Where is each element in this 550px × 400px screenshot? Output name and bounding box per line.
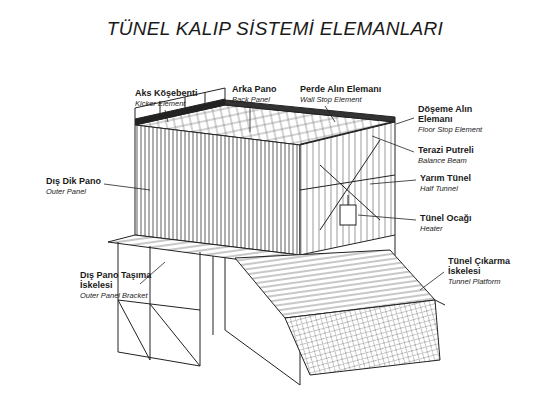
part-name: Dış Dik Pano: [46, 176, 101, 186]
part-name-english: Tunnel Platform: [448, 277, 500, 286]
part-name-english: Wall Stop Element: [300, 95, 362, 104]
part-name-english: Kicker Element: [135, 99, 185, 108]
part-name-english: Back Panel: [232, 95, 270, 104]
part-name: Dış Pano Taşıma İskelesi: [80, 270, 160, 290]
part-name-english: Half Tunnel: [420, 184, 458, 193]
part-name-english: Outer Panel: [46, 187, 86, 196]
part-name-english: Floor Stop Element: [418, 125, 482, 134]
part-name-english: Heater: [420, 224, 443, 233]
part-name: Arka Pano: [232, 84, 277, 94]
part-name-english: Balance Beam: [418, 156, 467, 165]
part-name: Terazi Putreli: [418, 145, 474, 155]
part-name: Aks Köşebenti: [135, 88, 198, 98]
part-name: Tünel Çıkarma İskelesi: [448, 256, 522, 276]
part-name: Perde Alın Elemanı: [300, 84, 381, 94]
part-name-english: Outer Panel Bracket: [80, 291, 148, 300]
part-name: Tünel Ocağı: [420, 213, 472, 223]
part-name: Yarım Tünel: [420, 173, 471, 183]
part-name: Döşeme Alın Elemanı: [418, 104, 480, 124]
title: TÜNEL KALIP SİSTEMİ ELEMANLARI: [0, 18, 550, 40]
